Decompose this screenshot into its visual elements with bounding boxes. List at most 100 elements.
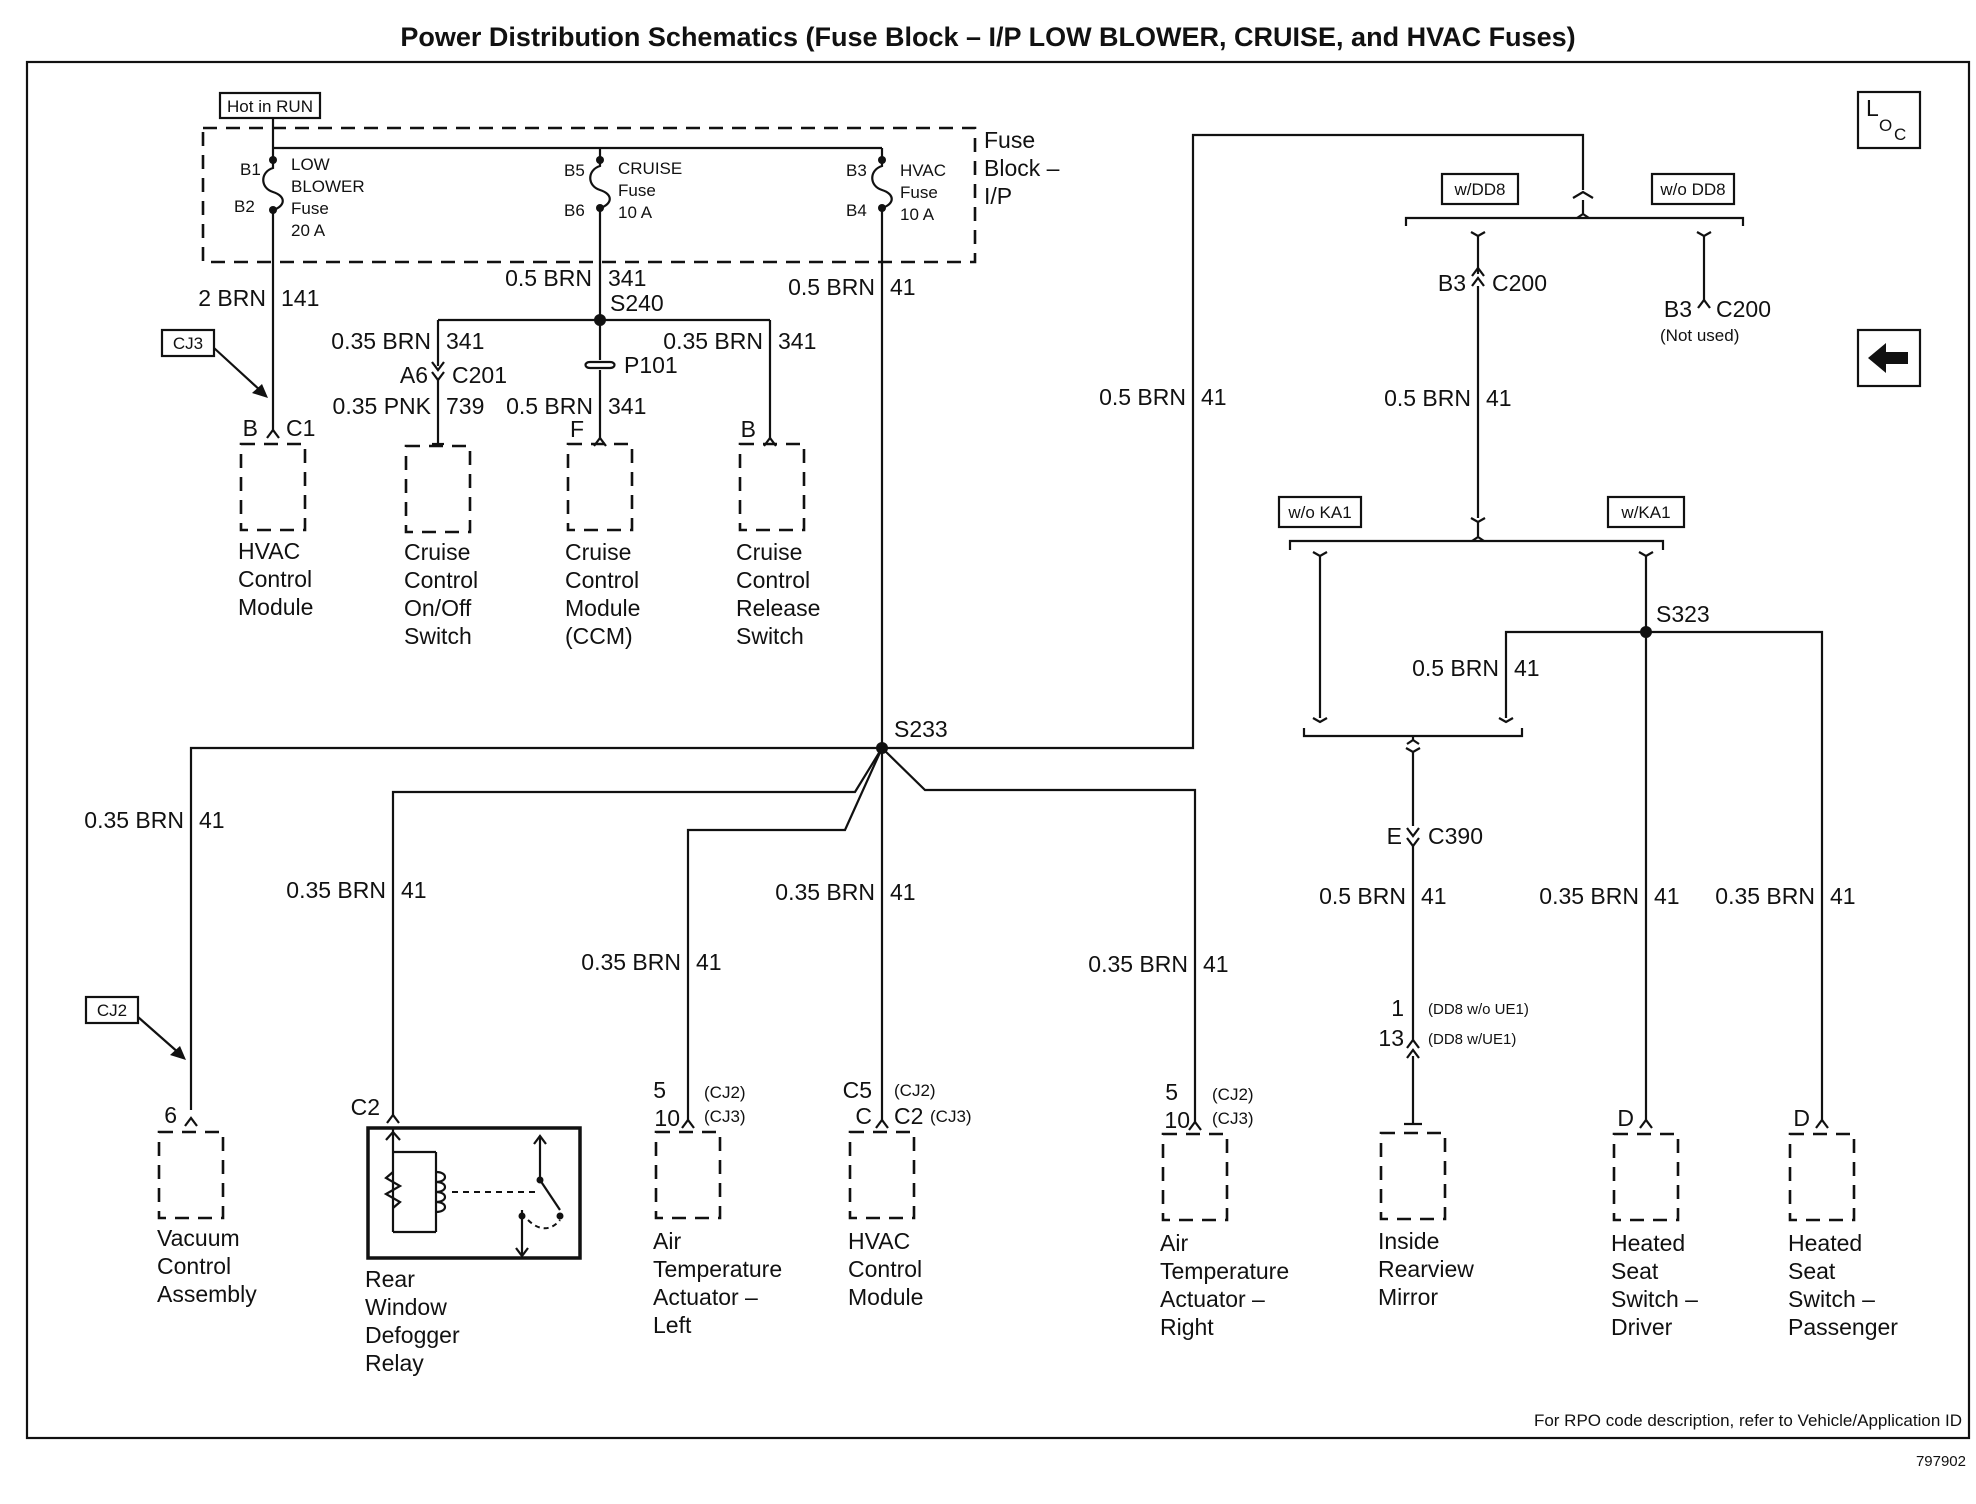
hvac-module-bottom-box bbox=[848, 1130, 916, 1220]
release-switch-label-3: Release bbox=[736, 595, 820, 621]
seat-driver-label-1: Heated bbox=[1611, 1230, 1685, 1256]
seat-passenger-label-1: Heated bbox=[1788, 1230, 1862, 1256]
seat-driver-label-3: Switch – bbox=[1611, 1286, 1698, 1312]
c200-nodd8-label: C200 bbox=[1716, 296, 1771, 322]
seat-driver-label-4: Driver bbox=[1611, 1314, 1673, 1340]
mirror-note-1: (DD8 w/o UE1) bbox=[1428, 1001, 1529, 1018]
wire-41-defogger-size: 0.35 BRN bbox=[286, 877, 386, 903]
wire-41-s323-size: 0.5 BRN bbox=[1412, 655, 1499, 681]
wire-41-driver-circuit: 41 bbox=[1654, 883, 1680, 909]
p101-splice: P101 bbox=[584, 352, 678, 378]
seat-passenger-label-4: Passenger bbox=[1788, 1314, 1898, 1340]
wire-341-main-circuit: 341 bbox=[608, 265, 646, 291]
wire-739-circuit: 739 bbox=[446, 393, 484, 419]
release-switch-box bbox=[738, 442, 806, 532]
atr-note-1: (CJ2) bbox=[1212, 1085, 1254, 1104]
svg-text:L: L bbox=[1866, 95, 1879, 121]
c390-label: C390 bbox=[1428, 823, 1483, 849]
wodd8-tag: w/o DD8 bbox=[1650, 172, 1736, 206]
c201-label: C201 bbox=[452, 362, 507, 388]
driver-pin: D bbox=[1617, 1105, 1634, 1131]
wire-41-atr-circuit: 41 bbox=[1203, 951, 1229, 977]
wire-41-atl-circuit: 41 bbox=[696, 949, 722, 975]
release-switch-pin: B bbox=[741, 416, 756, 442]
wire-41-c200-size: 0.5 BRN bbox=[1384, 385, 1471, 411]
wire-41-atl bbox=[686, 747, 884, 1120]
svg-text:BLOWER: BLOWER bbox=[291, 177, 365, 196]
svg-text:CJ2: CJ2 bbox=[97, 1001, 127, 1020]
hvac-module-top-label-2: Control bbox=[238, 566, 312, 592]
hvac-module-bottom-label-1: HVAC bbox=[848, 1228, 910, 1254]
cruise-switch-label-3: On/Off bbox=[404, 595, 472, 621]
cruise-switch-label-2: Control bbox=[404, 567, 478, 593]
atl-note-2: (CJ3) bbox=[704, 1107, 746, 1126]
svg-text:w/KA1: w/KA1 bbox=[1620, 503, 1670, 522]
svg-text:LOW: LOW bbox=[291, 155, 330, 174]
svg-text:B3: B3 bbox=[846, 161, 867, 180]
vacuum-box bbox=[157, 1130, 225, 1220]
mirror-label-2: Rearview bbox=[1378, 1256, 1474, 1282]
atr-label-2: Temperature bbox=[1160, 1258, 1289, 1284]
hvac-module-bottom-label-3: Module bbox=[848, 1284, 923, 1310]
seat-driver-label-2: Seat bbox=[1611, 1258, 1659, 1284]
wire-41-defogger-circuit: 41 bbox=[401, 877, 427, 903]
wire-41-c200-circuit: 41 bbox=[1486, 385, 1512, 411]
seat-driver-box bbox=[1612, 1132, 1680, 1222]
atl-note-1: (CJ2) bbox=[704, 1083, 746, 1102]
wire-41-s323-circuit: 41 bbox=[1514, 655, 1540, 681]
c200-dd8-label: C200 bbox=[1492, 270, 1547, 296]
c200-nodd8-note: (Not used) bbox=[1660, 326, 1739, 345]
wdd8-tag: w/DD8 bbox=[1440, 172, 1520, 206]
atl-label-4: Left bbox=[653, 1312, 692, 1338]
hvac2-pin-1: C5 bbox=[843, 1077, 872, 1103]
atr-label-4: Right bbox=[1160, 1314, 1214, 1340]
atl-box bbox=[654, 1130, 722, 1220]
svg-text:w/DD8: w/DD8 bbox=[1453, 180, 1505, 199]
c200-nodd8-pin: B3 bbox=[1664, 296, 1692, 322]
wire-41-atl-size: 0.35 BRN bbox=[581, 949, 681, 975]
svg-text:CJ3: CJ3 bbox=[173, 334, 203, 353]
mirror-note-2: (DD8 w/UE1) bbox=[1428, 1031, 1516, 1048]
back-arrow-icon[interactable] bbox=[1856, 328, 1922, 388]
wire-41-atr-size: 0.35 BRN bbox=[1088, 951, 1188, 977]
location-symbol-icon: L O C bbox=[1856, 90, 1922, 150]
mirror-box bbox=[1379, 1131, 1447, 1221]
atl-pin-2: 10 bbox=[654, 1105, 680, 1131]
mirror-pin-2: 13 bbox=[1378, 1025, 1404, 1051]
wire-41-up-size: 0.5 BRN bbox=[1099, 384, 1186, 410]
cj3-tag: CJ3 bbox=[160, 328, 268, 398]
defogger-relay-symbol bbox=[366, 1126, 582, 1260]
atl-label-2: Temperature bbox=[653, 1256, 782, 1282]
wire-41-mirror-size: 0.5 BRN bbox=[1319, 883, 1406, 909]
c1-pin: B bbox=[243, 415, 258, 441]
wire-341-left-circuit: 341 bbox=[446, 328, 484, 354]
atr-pin-2: 10 bbox=[1164, 1107, 1190, 1133]
hvac-module-top-label-3: Module bbox=[238, 594, 313, 620]
svg-text:O: O bbox=[1879, 116, 1892, 135]
wire-141-circuit: 141 bbox=[281, 285, 319, 311]
seat-passenger-label-3: Switch – bbox=[1788, 1286, 1875, 1312]
wire-341-right-size: 0.35 BRN bbox=[663, 328, 763, 354]
svg-text:10 A: 10 A bbox=[618, 203, 653, 222]
release-switch-label-2: Control bbox=[736, 567, 810, 593]
wire-41-vacuum bbox=[189, 746, 882, 1110]
wire-41-hvac-circuit: 41 bbox=[890, 274, 916, 300]
wire-341-right-circuit: 341 bbox=[778, 328, 816, 354]
woka1-tag: w/o KA1 bbox=[1277, 495, 1363, 529]
hvac-fuse: B3 B4 HVAC Fuse 10 A bbox=[846, 148, 946, 224]
s323-label: S323 bbox=[1656, 601, 1710, 627]
wire-41-vacuum-circuit: 41 bbox=[199, 807, 225, 833]
atl-pin-1: 5 bbox=[653, 1077, 666, 1103]
c201-pin: A6 bbox=[400, 362, 428, 388]
wire-41-driver-size: 0.35 BRN bbox=[1539, 883, 1639, 909]
cruise-fuse: B5 B6 CRUISE Fuse 10 A bbox=[564, 148, 682, 222]
svg-text:Fuse: Fuse bbox=[900, 183, 938, 202]
atr-label-3: Actuator – bbox=[1160, 1286, 1265, 1312]
wire-41-hvac2-size: 0.35 BRN bbox=[775, 879, 875, 905]
diagram-frame bbox=[25, 60, 1971, 1440]
wka1-tag: w/KA1 bbox=[1606, 495, 1686, 529]
c200-dd8-pin: B3 bbox=[1438, 270, 1466, 296]
wire-41-mirror-circuit: 41 bbox=[1421, 883, 1447, 909]
hot-in-run-tag: Hot in RUN bbox=[218, 91, 322, 120]
